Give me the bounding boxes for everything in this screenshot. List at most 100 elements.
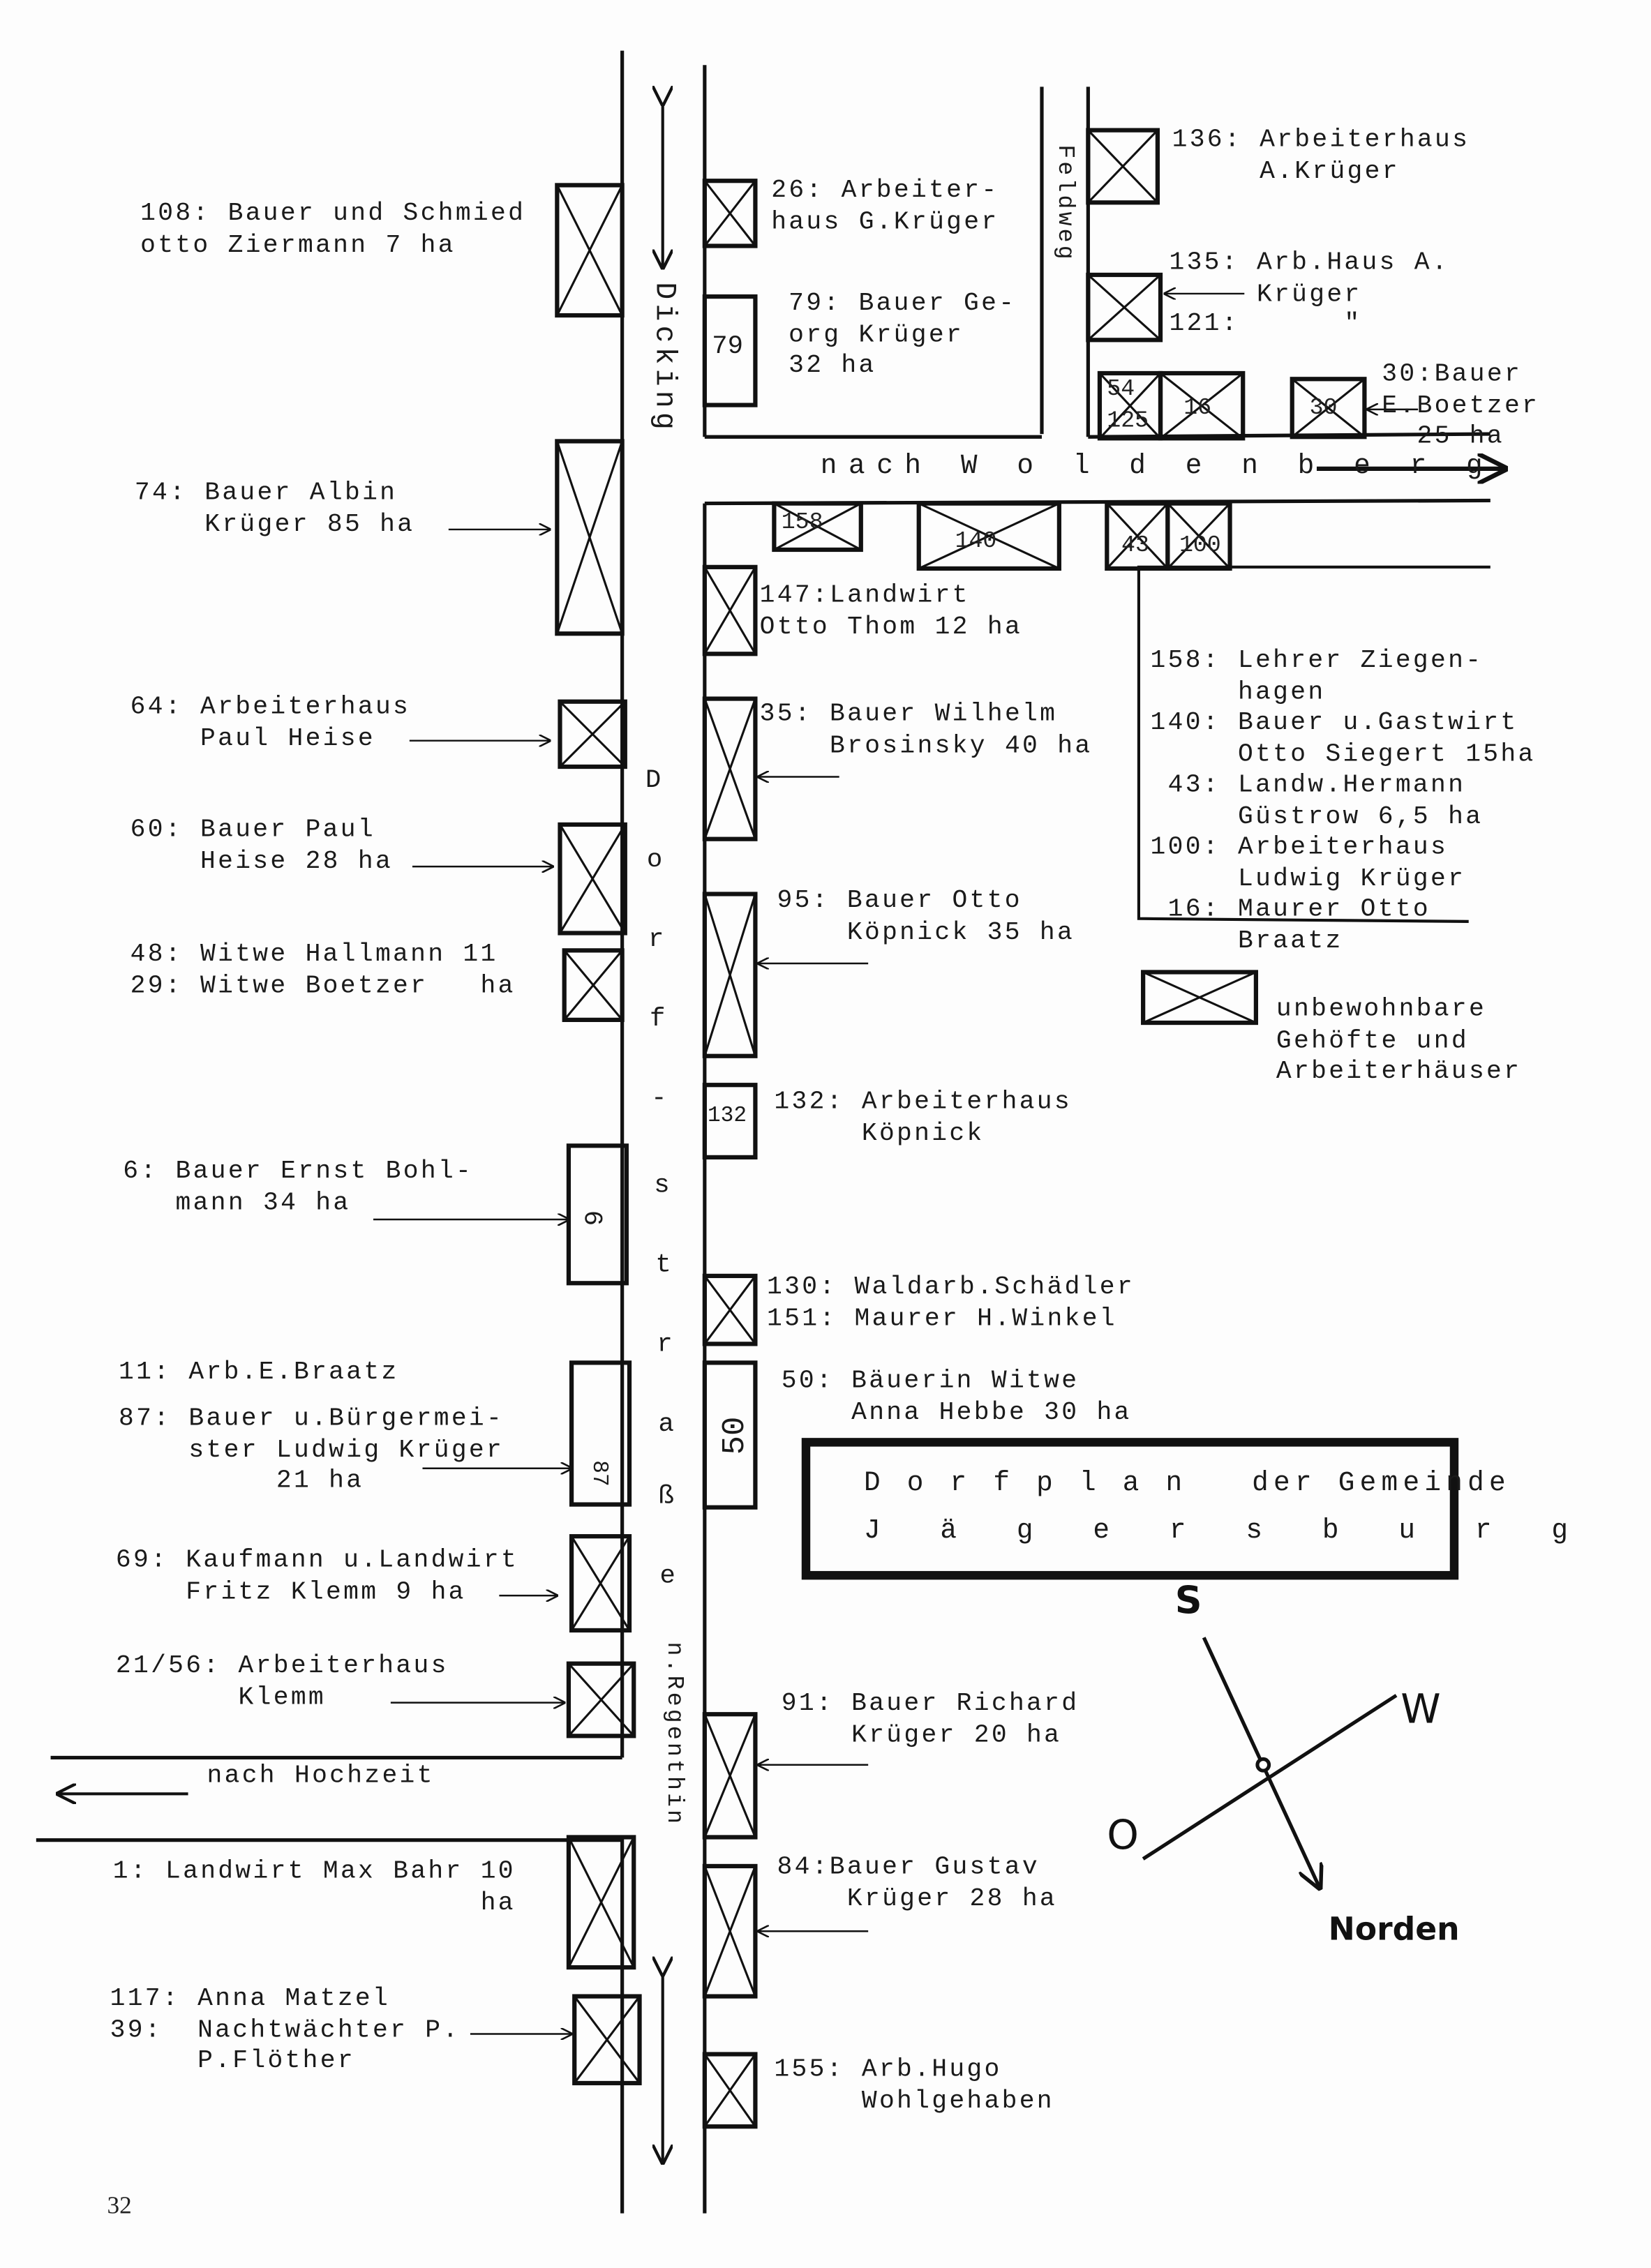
building [1158, 370, 1246, 441]
label-60: 60: Bauer Paul Heise 28 ha [130, 816, 394, 876]
building [566, 1661, 636, 1738]
building-number: 100 [1179, 532, 1221, 559]
building [1086, 128, 1160, 205]
building [1141, 970, 1258, 1026]
label-91: 91: Bauer Richard Krüger 20 ha [781, 1689, 1080, 1750]
building [702, 1863, 758, 1999]
uninhabitable-cross [1087, 129, 1159, 204]
building-number: 50 [717, 1416, 754, 1455]
building-number: 43 [1121, 532, 1149, 559]
uninhabitable-cross [555, 440, 624, 634]
uninhabitable-cross [703, 1865, 756, 1997]
label-95: 95: Bauer Otto Köpnick 35 ha [777, 887, 1075, 947]
road-letter: f [650, 1005, 666, 1035]
building [566, 1835, 636, 1970]
uninhabitable-cross [703, 894, 756, 1057]
building [1290, 377, 1367, 440]
uninhabitable-cross [703, 698, 756, 840]
label-64: 64: Arbeiterhaus Paul Heise [130, 693, 411, 753]
building-number: 6 [576, 1210, 606, 1226]
road-letter: - [651, 1085, 667, 1114]
uninhabitable-cross [703, 1275, 756, 1345]
building [572, 1994, 642, 2086]
building [558, 822, 627, 936]
uninhabitable-cross [703, 180, 756, 247]
building [566, 1143, 629, 1286]
road-letter: o [646, 846, 663, 876]
road-name-dicking: Dicking [646, 282, 680, 435]
uninhabitable-cross [559, 824, 627, 934]
road-letter: a [658, 1410, 674, 1440]
road-name-feldweg: Feldweg [1052, 144, 1078, 262]
road-letter: t [655, 1251, 671, 1281]
uninhabitable-cross [703, 566, 756, 655]
building [702, 1712, 758, 1840]
building [1165, 501, 1232, 571]
building [702, 2052, 758, 2129]
building-number: 30 [1309, 395, 1338, 421]
compass-east: O [1107, 1811, 1140, 1859]
uninhabitable-cross [567, 1836, 635, 1968]
road-letter: s [654, 1171, 670, 1201]
road-name-woldenberg: nach W o l d e n b e r g [820, 449, 1495, 482]
uninhabitable-cross [570, 1535, 631, 1631]
uninhabitable-cross [703, 1713, 756, 1838]
building [772, 501, 863, 553]
road-letter: e [659, 1562, 675, 1591]
page-number: 32 [107, 2191, 132, 2219]
uninhabitable-cross [1142, 971, 1257, 1024]
building-number: 79 [712, 332, 744, 362]
label-11: 11: Arb.E.Braatz [119, 1358, 399, 1388]
uninhabitable-cross [563, 949, 623, 1021]
label-84: 84:Bauer Gustav Krüger 28 ha [777, 1853, 1058, 1914]
building-number: 54 [1107, 376, 1135, 403]
road-name-hochzeit: nach Hochzeit [207, 1762, 435, 1792]
building-number: 125 [1107, 407, 1149, 435]
uninhabitable-cross [1106, 502, 1169, 569]
label-1: 1: Landwirt Max Bahr 10 ha [112, 1857, 516, 1918]
building-number: 140 [955, 527, 997, 555]
uninhabitable-cross [567, 1662, 635, 1737]
road-name-regenthin: n.Regenthin [661, 1642, 687, 1827]
uninhabitable-cross [773, 502, 862, 551]
building [702, 179, 758, 248]
building [1086, 272, 1163, 343]
label-26: 26: Arbeiter-haus G.Krüger [771, 176, 999, 237]
building [558, 699, 627, 769]
building-number: 87 [586, 1460, 612, 1487]
building [569, 1534, 632, 1633]
label-35: 35: Bauer Wilhelm Brosinsky 40 ha [759, 700, 1093, 760]
label-74: 74: Bauer Albin Krüger 85 ha [134, 479, 415, 539]
uninhabitable-cross [1098, 372, 1162, 440]
label-21-56: 21/56: Arbeiterhaus Klemm [115, 1652, 449, 1713]
uninhabitable-cross [1160, 372, 1244, 440]
map-title-line1: D o r f p l a n der Gemeinde [863, 1466, 1511, 1499]
building [562, 948, 625, 1022]
building-number: 132 [707, 1104, 747, 1129]
label-121: 121: " [1169, 309, 1362, 339]
uninhabitable-cross [918, 502, 1060, 570]
title-box [801, 1438, 1459, 1580]
building [702, 696, 758, 841]
label-50: 50: Bäuerin Witwe Anna Hebbe 30 ha [781, 1367, 1132, 1427]
uninhabitable-cross [555, 184, 624, 316]
building [555, 439, 625, 636]
uninhabitable-cross [559, 700, 626, 768]
label-155: 155: Arb.Hugo Wohlgehaben [774, 2055, 1054, 2116]
road-letter: ß [658, 1482, 674, 1512]
building [702, 294, 758, 407]
compass-west: W [1400, 1685, 1441, 1734]
building [916, 501, 1061, 571]
label-87: 87: Bauer u.Bürgermei- ster Ludwig Krüge… [119, 1404, 505, 1496]
uninhabitable-cross [573, 1995, 641, 2084]
